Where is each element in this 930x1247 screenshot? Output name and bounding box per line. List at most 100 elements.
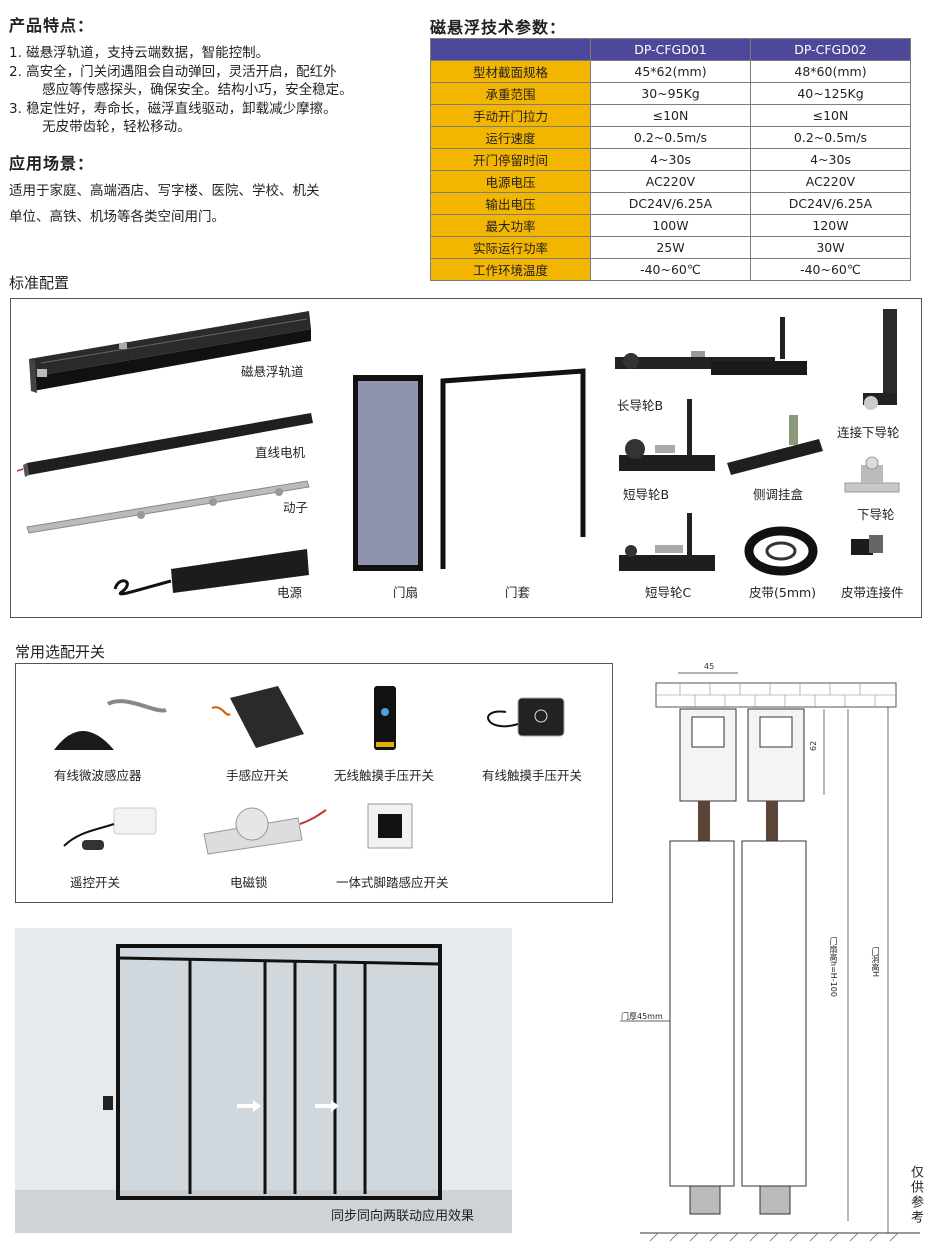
caption-belt: 皮带(5mm) xyxy=(749,585,817,600)
caption-hand-sensor: 手感应开关 xyxy=(226,768,289,783)
spec-value-model1: 0.2~0.5m/s xyxy=(590,126,751,149)
spec-value-model2: ≤10N xyxy=(750,104,911,127)
spec-row-label: 输出电压 xyxy=(430,192,591,215)
spec-value-model1: AC220V xyxy=(590,170,751,193)
spec-row-label: 承重范围 xyxy=(430,82,591,105)
spec-corner-cell xyxy=(430,38,591,61)
spec-model-header: DP-CFGD01 xyxy=(590,38,751,61)
svg-text:45: 45 xyxy=(704,662,714,671)
spec-value-model1: -40~60℃ xyxy=(590,258,751,281)
caption-mover: 动子 xyxy=(283,500,309,515)
section-drawing: 45 62 xyxy=(620,662,920,1242)
spec-row: 手动开门拉力≤10N≤10N xyxy=(430,104,911,127)
spec-value-model2: 40~125Kg xyxy=(750,82,911,105)
sliding-door-scene xyxy=(15,928,512,1233)
caption-remote-switch: 遥控开关 xyxy=(70,875,121,890)
switches-illustrations xyxy=(54,686,565,855)
spec-row-label: 工作环境温度 xyxy=(430,258,591,281)
photo-caption: 同步同向两联动应用效果 xyxy=(331,1209,475,1224)
caption-wired-touch: 有线触摸手压开关 xyxy=(482,768,583,783)
door-thickness-label: 门厚45mm xyxy=(621,1012,663,1021)
caption-door-leaf: 门扇 xyxy=(393,585,419,600)
caption-foot-sensor: 一体式脚踏感应开关 xyxy=(336,875,449,890)
spec-value-model1: 100W xyxy=(590,214,751,237)
installation-drawing: 45 62 门厚45mm 门扇高h=H-100 门洞高H 仅供参考 xyxy=(620,655,930,1247)
caption-linear-motor: 直线电机 xyxy=(255,445,306,460)
door-leaf-image xyxy=(353,375,423,571)
caption-maglev-track: 磁悬浮轨道 xyxy=(241,364,304,379)
features-item: 感应等传感探头，确保安全。结构小巧，安全稳定。 xyxy=(25,82,353,98)
svg-text:62: 62 xyxy=(809,741,818,751)
electromagnetic-lock-image xyxy=(203,807,327,855)
features-item: 1. 磁悬浮轨道，支持云端数据，智能控制。 xyxy=(9,45,270,61)
switches-panel: 有线微波感应器 手感应开关 无线触摸手压开关 有线触摸手压开关 遥控开关 电磁锁… xyxy=(15,663,613,903)
caption-long-guide-b: 长导轮B xyxy=(617,398,664,413)
spec-value-model2: 4~30s xyxy=(750,148,911,171)
features-section: 产品特点： 1. 磁悬浮轨道，支持云端数据，智能控制。 2. 高安全，门关闭遇阻… xyxy=(9,12,409,137)
caption-belt-connector: 皮带连接件 xyxy=(841,585,904,600)
side-hanger-box-image xyxy=(727,415,823,475)
spec-row-label: 运行速度 xyxy=(430,126,591,149)
belt-image xyxy=(744,526,818,576)
switches-title: 常用选配开关 xyxy=(15,643,106,661)
short-guide-wheel-b-image xyxy=(619,399,715,471)
caption-short-guide-c: 短导轮C xyxy=(645,585,692,600)
caption-lower-guide: 下导轮 xyxy=(857,507,895,522)
scenes-title: 应用场景： xyxy=(9,154,95,173)
spec-row-label: 开门停留时间 xyxy=(430,148,591,171)
door-frame-image xyxy=(440,368,586,569)
spec-value-model2: 30W xyxy=(750,236,911,259)
reference-note: 仅供参考 xyxy=(908,1165,923,1225)
mover-image xyxy=(26,480,310,534)
caption-microwave-sensor: 有线微波感应器 xyxy=(54,768,142,783)
features-item: 3. 稳定性好，寿命长，磁浮直线驱动，卸载减少摩擦。 xyxy=(9,100,337,117)
standard-config-illustrations xyxy=(16,309,900,596)
spec-row-label: 最大功率 xyxy=(430,214,591,237)
wired-touch-switch-image xyxy=(487,697,565,737)
spec-row-label: 手动开门拉力 xyxy=(430,104,591,127)
spec-value-model1: DC24V/6.25A xyxy=(590,192,751,215)
caption-side-box: 侧调挂盒 xyxy=(753,487,804,502)
spec-header-row: DP-CFGD01 DP-CFGD02 xyxy=(430,38,911,61)
spec-value-model2: -40~60℃ xyxy=(750,258,911,281)
short-guide-wheel-c-image xyxy=(619,513,715,571)
caption-maglock: 电磁锁 xyxy=(230,875,268,890)
spec-value-model2: 0.2~0.5m/s xyxy=(750,126,911,149)
spec-row-label: 实际运行功率 xyxy=(430,236,591,259)
caption-lower-connector: 连接下导轮 xyxy=(837,425,900,440)
foot-sensor-switch-image xyxy=(367,803,413,849)
features-title: 产品特点： xyxy=(9,16,95,35)
opening-height-label: 门洞高H xyxy=(871,947,880,978)
spec-value-model2: DC24V/6.25A xyxy=(750,192,911,215)
spec-value-model1: ≤10N xyxy=(590,104,751,127)
spec-value-model1: 30~95Kg xyxy=(590,82,751,105)
spec-row-label: 电源电压 xyxy=(430,170,591,193)
scenes-text-line2: 单位、高铁、机场等各类空间用门。 xyxy=(9,209,225,225)
spec-model-header: DP-CFGD02 xyxy=(750,38,911,61)
standard-config-panel: 磁悬浮轨道 直线电机 动子 电源 门扇 门套 长导轮B 短导轮B 侧调挂盒 短导… xyxy=(10,298,922,618)
long-guide-wheel-b-image xyxy=(615,317,807,375)
caption-door-frame: 门套 xyxy=(505,585,531,600)
spec-row: 工作环境温度-40~60℃-40~60℃ xyxy=(430,258,911,281)
lower-guide-wheel-image xyxy=(844,456,900,493)
power-supply-image xyxy=(113,549,309,596)
lower-connector-image xyxy=(863,309,897,410)
remote-switch-image xyxy=(63,807,157,850)
spec-value-model1: 4~30s xyxy=(590,148,751,171)
features-item: 无皮带齿轮，轻松移动。 xyxy=(25,119,191,135)
linear-motor-image xyxy=(16,413,313,477)
spec-title: 磁悬浮技术参数： xyxy=(430,18,567,37)
microwave-sensor-image xyxy=(54,699,167,750)
scenes-section: 应用场景： 适用于家庭、高端酒店、写字楼、医院、学校、机关 单位、高铁、机场等各… xyxy=(9,150,409,226)
application-photo: 同步同向两联动应用效果 xyxy=(15,928,512,1233)
maglev-track-image xyxy=(29,311,311,393)
